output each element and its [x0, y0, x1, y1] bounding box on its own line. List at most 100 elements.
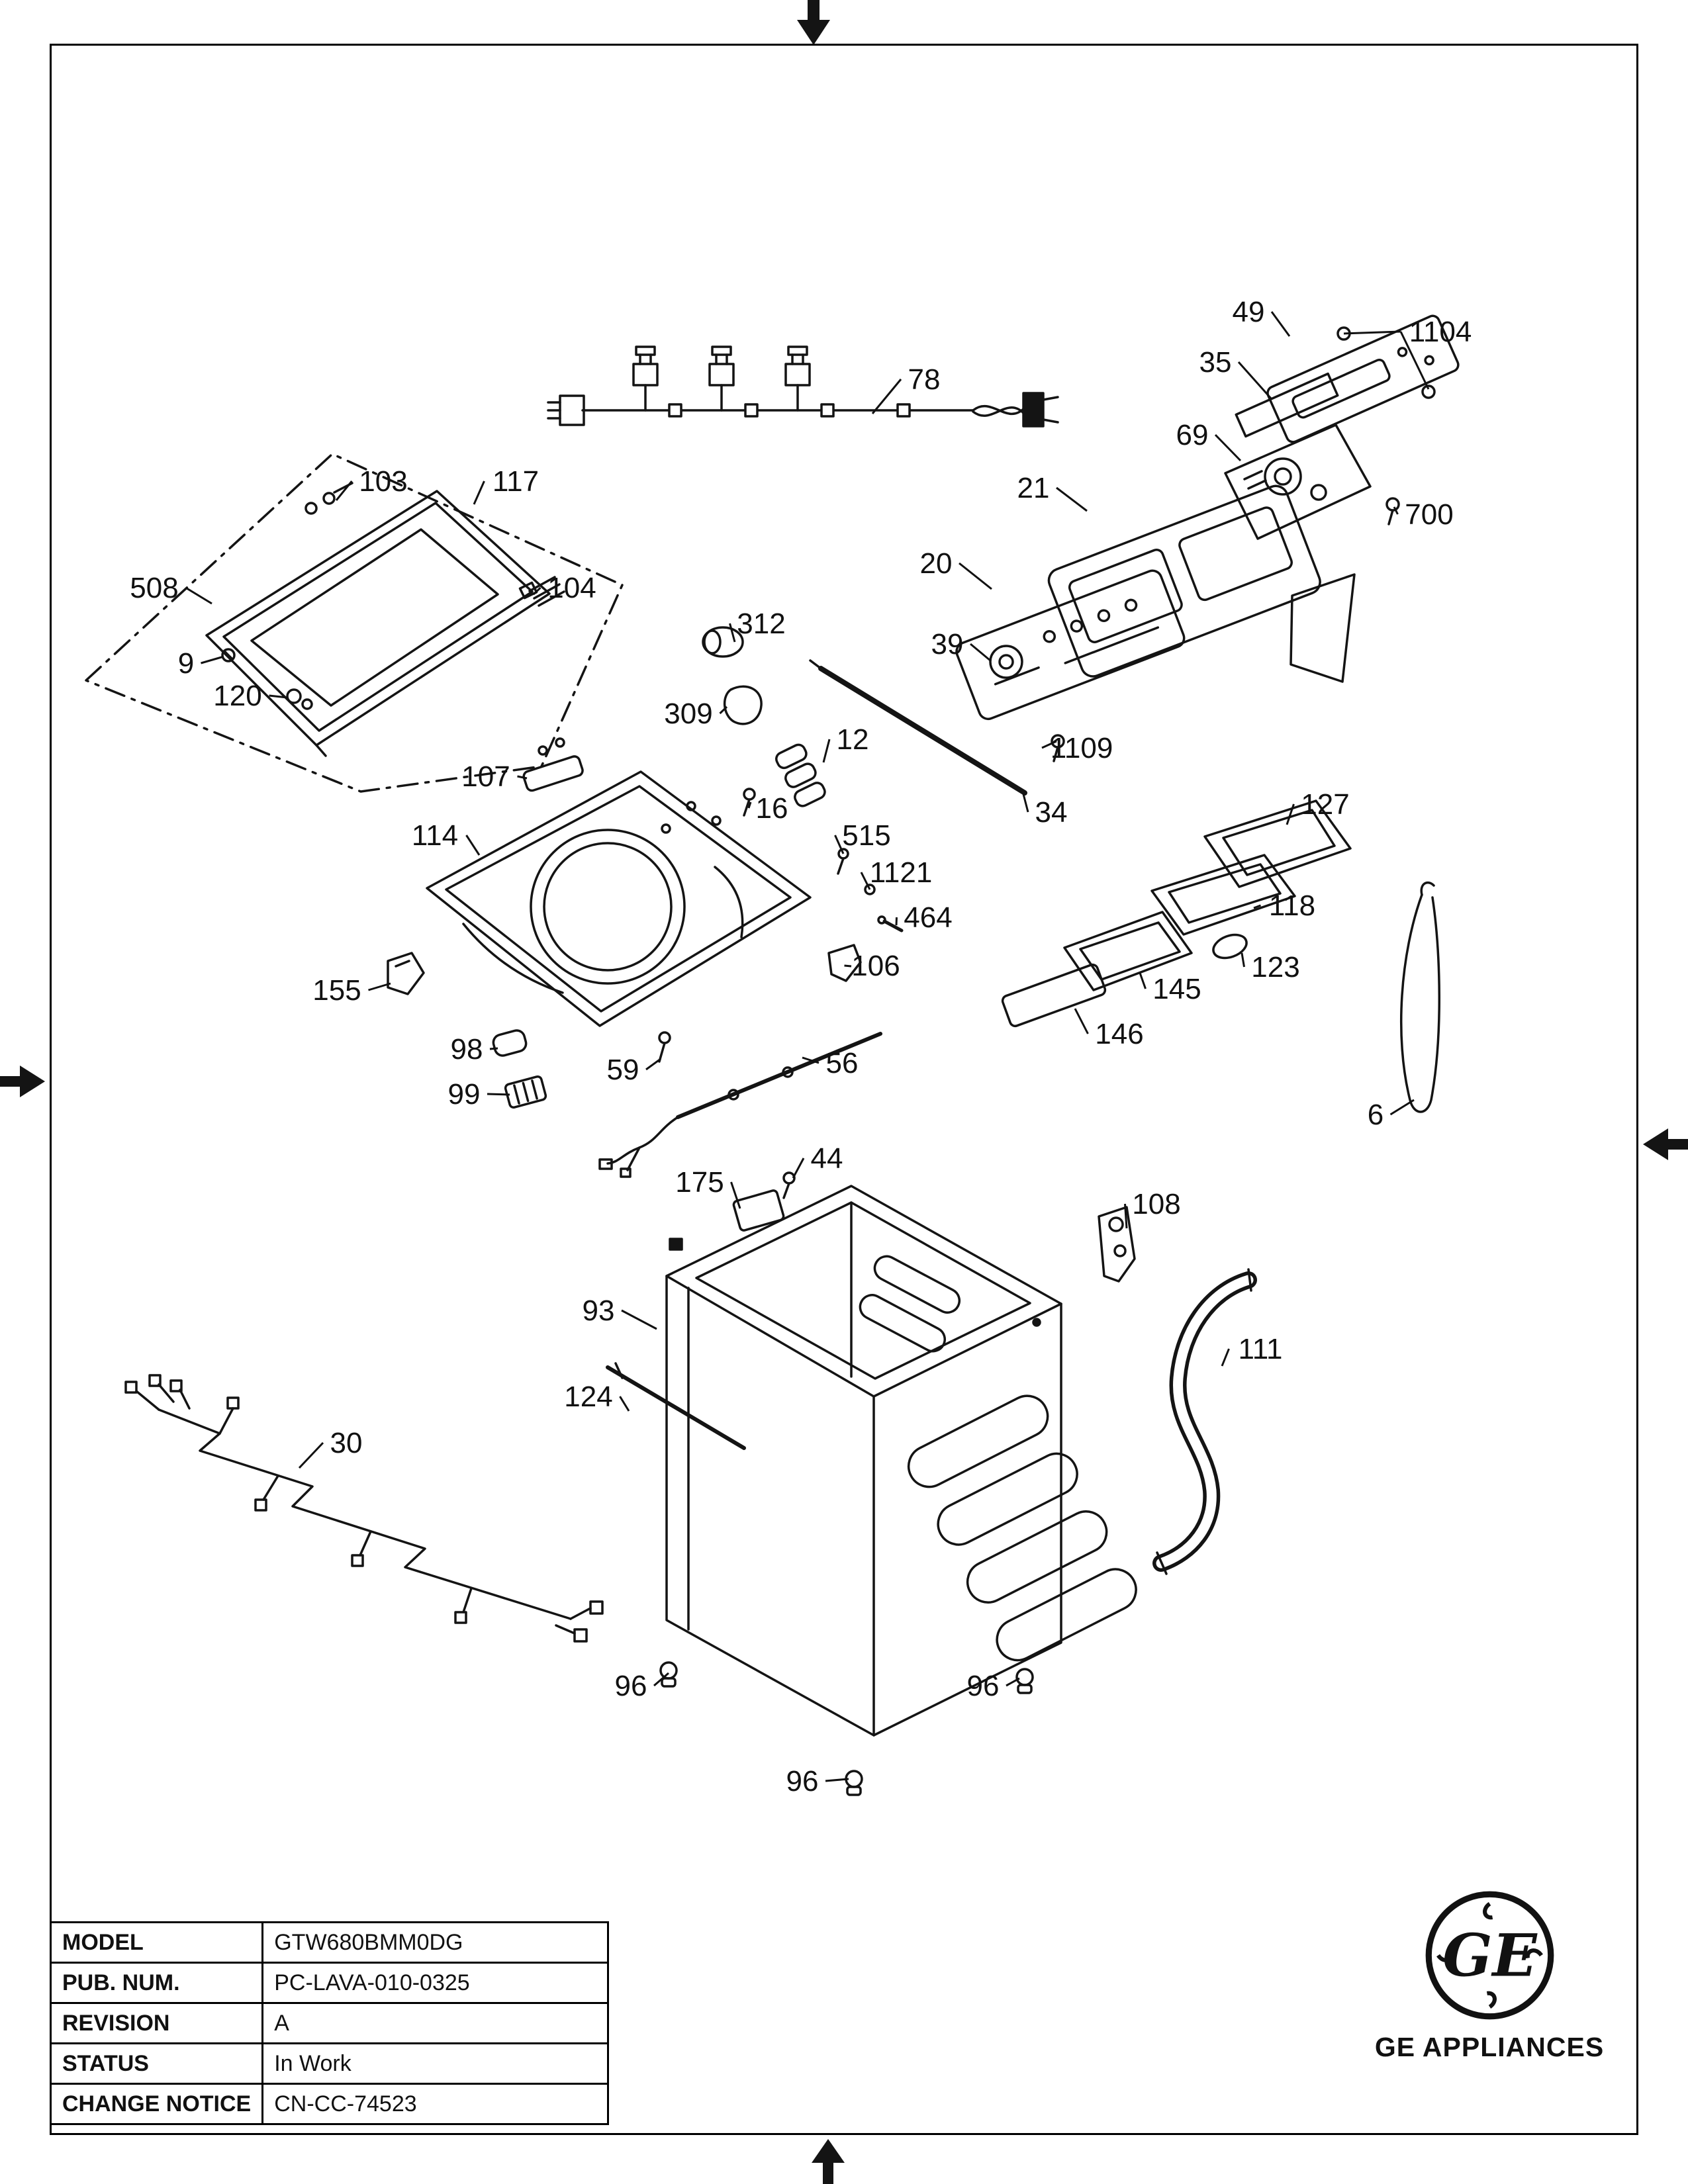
- callout-leader: [1074, 1008, 1089, 1034]
- callout-leader: [747, 801, 752, 809]
- callout-leader: [489, 1047, 498, 1050]
- info-value: A: [261, 2002, 610, 2044]
- callout-leader: [1214, 433, 1242, 462]
- part-callout-464: 464: [904, 901, 952, 934]
- callout-leader: [1139, 972, 1147, 989]
- callout-leader: [1006, 1677, 1020, 1687]
- part-callout-123: 123: [1251, 951, 1299, 983]
- part-callout-44: 44: [811, 1142, 843, 1175]
- part-callout-515: 515: [842, 819, 890, 852]
- part-callout-118: 118: [1269, 889, 1315, 922]
- part-callout-175: 175: [675, 1166, 724, 1199]
- callout-leader: [532, 586, 541, 596]
- callout-leader: [1270, 311, 1291, 337]
- callout-leader: [185, 586, 212, 605]
- info-value: GTW680BMM0DG: [261, 1921, 610, 1964]
- callout-leader: [1241, 952, 1245, 968]
- callout-leader: [653, 1672, 669, 1687]
- brand-name: GE APPLIANCES: [1374, 2032, 1605, 2062]
- part-callout-78: 78: [908, 363, 941, 396]
- part-callout-312: 312: [737, 608, 785, 640]
- part-callout-117: 117: [492, 465, 539, 498]
- part-callout-12: 12: [837, 723, 869, 756]
- part-callout-1109: 1109: [1051, 732, 1113, 764]
- arrow-left-icon: [0, 1066, 45, 1097]
- info-label: STATUS: [49, 2042, 264, 2085]
- part-callout-59: 59: [607, 1054, 639, 1086]
- callout-leader: [1041, 740, 1057, 749]
- part-callout-34: 34: [1035, 796, 1068, 829]
- callout-leader: [1022, 794, 1029, 813]
- callout-leader: [335, 480, 353, 501]
- part-callout-114: 114: [412, 819, 458, 852]
- callout-leader: [621, 1309, 657, 1330]
- part-callout-120: 120: [213, 680, 261, 712]
- info-label: MODEL: [49, 1921, 264, 1964]
- callout-leader: [298, 1441, 324, 1469]
- part-callout-21: 21: [1017, 472, 1050, 504]
- callout-leader: [860, 872, 871, 890]
- part-callout-93: 93: [583, 1295, 615, 1327]
- callout-leader: [368, 982, 391, 991]
- part-callout-96: 96: [615, 1670, 647, 1702]
- callout-leader: [1393, 506, 1399, 515]
- part-callout-124: 124: [564, 1381, 612, 1413]
- callout-leader: [1389, 1099, 1415, 1116]
- part-callout-30: 30: [330, 1427, 363, 1459]
- callout-leader: [645, 1058, 661, 1071]
- info-label: CHANGE NOTICE: [49, 2083, 264, 2125]
- part-callout-104: 104: [547, 572, 596, 604]
- arrow-bottom-icon: [812, 2139, 845, 2184]
- part-callout-16: 16: [756, 792, 788, 825]
- callout-leader: [1343, 330, 1401, 335]
- lid-boundary: [85, 453, 624, 793]
- callout-leader: [825, 1778, 849, 1782]
- callout-leader: [487, 1093, 510, 1096]
- ge-logo-flourish-icon: [1486, 1991, 1497, 2009]
- callout-leader: [802, 1056, 820, 1064]
- arrow-right-icon: [1643, 1128, 1688, 1160]
- part-callout-127: 127: [1301, 788, 1349, 821]
- part-callout-108: 108: [1132, 1188, 1180, 1220]
- part-callout-700: 700: [1405, 498, 1453, 531]
- callout-leader: [465, 835, 481, 856]
- callout-leader: [619, 1396, 630, 1412]
- part-callout-309: 309: [664, 698, 712, 730]
- callout-leader: [959, 562, 992, 590]
- callout-leader: [1056, 486, 1088, 512]
- part-callout-96: 96: [786, 1765, 819, 1797]
- part-callout-111: 111: [1239, 1333, 1283, 1365]
- callout-leader: [895, 917, 898, 926]
- callout-leader: [792, 1158, 805, 1179]
- callout-leader: [730, 1181, 741, 1209]
- info-row: PUB. NUM.PC-LAVA-010-0325: [49, 1962, 610, 2004]
- ge-monogram-text: GE: [1442, 1921, 1538, 1989]
- callout-leader: [1221, 1348, 1230, 1367]
- part-callout-106: 106: [851, 950, 900, 982]
- part-callout-508: 508: [130, 572, 178, 604]
- part-callout-98: 98: [451, 1033, 483, 1066]
- info-value: CN-CC-74523: [261, 2083, 610, 2125]
- info-label: REVISION: [49, 2002, 264, 2044]
- callout-leader: [871, 379, 902, 414]
- part-callout-69: 69: [1176, 419, 1209, 451]
- part-callout-99: 99: [448, 1078, 481, 1111]
- part-callout-6: 6: [1368, 1099, 1383, 1131]
- callout-leader: [1399, 331, 1430, 390]
- part-callout-1104: 1104: [1409, 316, 1472, 348]
- callout-leader: [1124, 1203, 1128, 1229]
- diagram-art: [85, 314, 1460, 1796]
- part-callout-103: 103: [359, 465, 407, 498]
- info-value: In Work: [261, 2042, 610, 2085]
- part-callout-107: 107: [461, 760, 510, 793]
- ge-logo-flourish-icon: [1436, 1952, 1454, 1962]
- lid-outline: [205, 490, 551, 747]
